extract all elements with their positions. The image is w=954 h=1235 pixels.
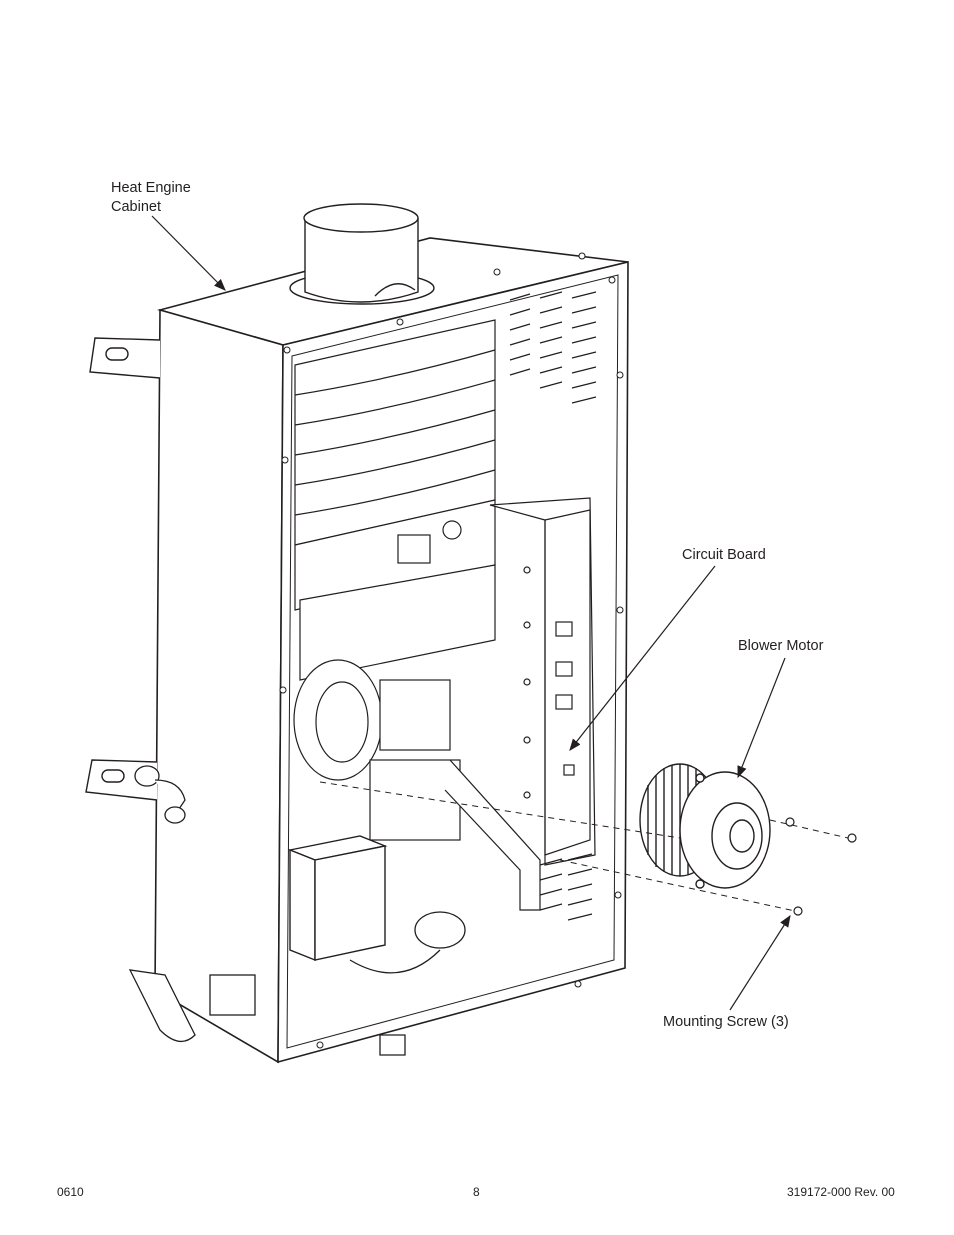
blower-motor-leader <box>737 657 786 779</box>
gas-valve-manifold <box>293 564 541 911</box>
exploded-view-dashed-lines <box>319 781 849 912</box>
water-fittings <box>128 765 466 1056</box>
mounting-brackets <box>85 337 161 801</box>
heat-exchanger <box>294 319 496 611</box>
blower-motor-label: Blower Motor <box>738 638 824 654</box>
louver-vents-upper <box>509 291 597 404</box>
circuit-board-leader <box>569 565 716 751</box>
heat-engine-cabinet-label: Heat Engine Cabinet <box>111 180 191 215</box>
louver-vents-lower <box>539 853 593 921</box>
footer-date-code: 0610 <box>57 1185 84 1199</box>
cabinet-screws <box>279 252 624 1049</box>
circuit-board-label: Circuit Board <box>682 547 766 563</box>
flue-collar <box>289 203 435 305</box>
transformer-box <box>287 835 388 962</box>
mounting-screw-label: Mounting Screw (3) <box>663 1014 789 1030</box>
footer-page-number: 8 <box>473 1185 480 1199</box>
mounting-screws <box>785 817 857 916</box>
blower-motor <box>639 763 771 889</box>
callout-leader-lines <box>151 215 791 1011</box>
footer-document-id: 319172-000 Rev. 00 <box>787 1185 895 1199</box>
heat-engine-cabinet-leader <box>151 215 226 291</box>
mounting-screw-leader <box>729 914 791 1011</box>
